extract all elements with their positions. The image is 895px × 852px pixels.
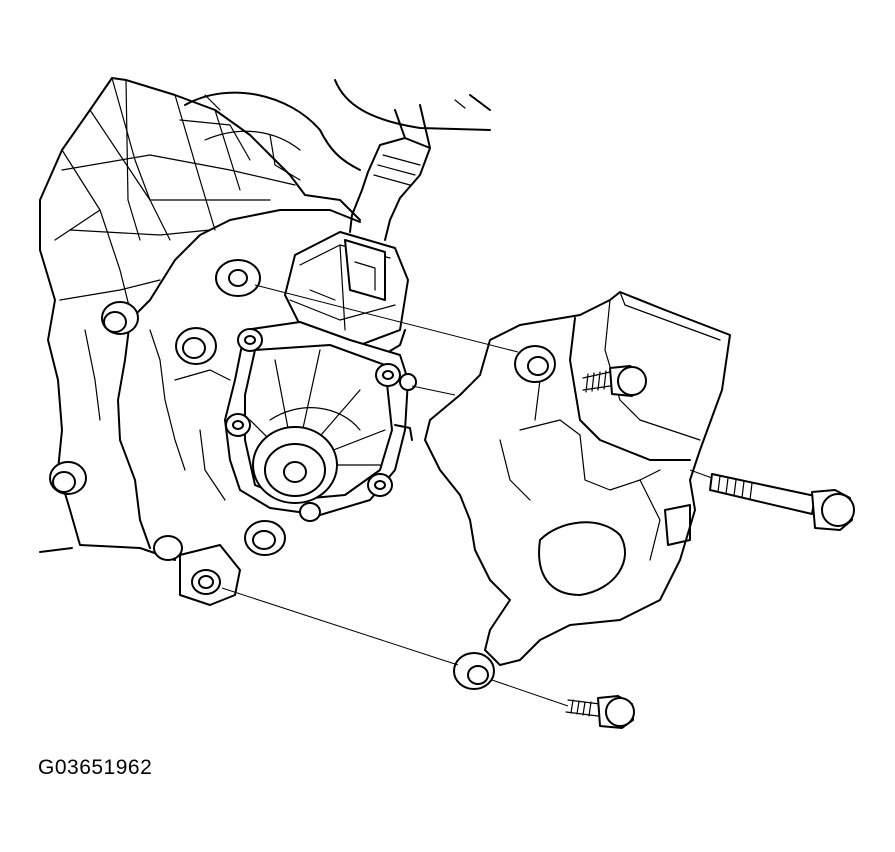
figure-id-label: G03651962 [38, 756, 153, 779]
transmission-range-sensor [175, 321, 417, 606]
bolt-upper-short [582, 365, 647, 397]
transmission-case [39, 77, 491, 561]
bolt-long [709, 473, 855, 531]
bolt-lower [565, 695, 635, 729]
sensor-cover [424, 291, 731, 690]
alignment-lines [221, 284, 713, 707]
electrical-connector [284, 231, 409, 361]
wiring-harness [349, 104, 431, 241]
